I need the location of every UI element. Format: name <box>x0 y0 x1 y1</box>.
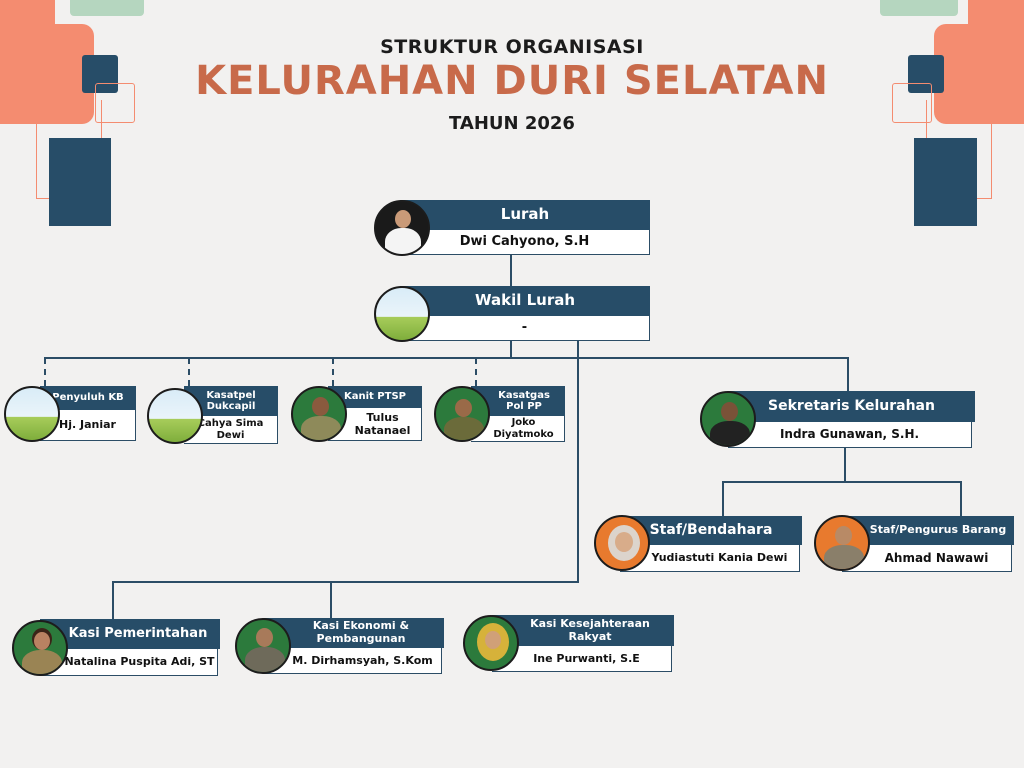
connector-dash-kanit <box>332 358 334 386</box>
node-pemerintahan-name: Natalina Puspita Adi, ST <box>40 649 218 676</box>
node-kesra-name: Ine Purwanti, S.E <box>492 646 672 672</box>
connector-main-vertical <box>577 340 579 583</box>
connector-staff-horizontal <box>722 481 962 483</box>
node-lurah-title: Lurah <box>400 200 650 230</box>
deco-outline-small-right <box>892 83 932 123</box>
connector-kasi-left <box>112 581 114 619</box>
deco-mint-bar-right <box>880 0 958 16</box>
node-pengurus-name: Ahmad Nawawi <box>842 545 1012 572</box>
node-kanit-title: Kanit PTSP <box>328 386 422 408</box>
kanit-photo <box>291 386 347 442</box>
deco-navy-small-right <box>908 55 944 93</box>
kesra-photo <box>463 615 519 671</box>
connector-staff-left <box>722 481 724 516</box>
connector-wakil-down <box>510 340 512 358</box>
connector-kasi-horizontal <box>112 581 579 583</box>
connector-staff-right <box>960 481 962 516</box>
kasatgas-photo <box>434 386 490 442</box>
connector-dash-penyuluh <box>44 358 46 386</box>
wakil-photo-placeholder <box>374 286 430 342</box>
node-ekonomi-name: M. Dirhamsyah, S.Kom <box>264 648 442 674</box>
penyuluh-photo-placeholder <box>4 386 60 442</box>
page-title: KELURAHAN DURI SELATAN <box>195 58 829 104</box>
header-year: TAHUN 2026 <box>449 113 575 134</box>
ekonomi-photo <box>235 618 291 674</box>
pengurus-photo <box>814 515 870 571</box>
deco-outline-small-left <box>95 83 135 123</box>
node-sekretaris-name: Indra Gunawan, S.H. <box>728 422 972 448</box>
deco-navy-small-left <box>82 55 118 93</box>
connector-kasi-middle <box>330 581 332 619</box>
node-kesra-title: Kasi Kesejahteraan Rakyat <box>492 615 674 646</box>
node-bendahara-name: Yudiastuti Kania Dewi <box>620 545 800 572</box>
node-wakil-title: Wakil Lurah <box>400 286 650 316</box>
deco-salmon-shape-right <box>934 24 998 124</box>
connector-lurah-wakil <box>510 254 512 288</box>
bendahara-photo <box>594 515 650 571</box>
node-kasatgas-name: Joko Diyatmoko <box>471 416 565 442</box>
node-bendahara-title: Staf/Bendahara <box>620 516 802 545</box>
node-pengurus-title: Staf/Pengurus Barang <box>842 516 1014 545</box>
connector-top-horizontal <box>44 357 849 359</box>
connector-sekretaris-vertical <box>847 357 849 391</box>
deco-navy-block-left <box>49 138 111 226</box>
node-lurah-name: Dwi Cahyono, S.H <box>400 230 650 255</box>
deco-mint-bar-left <box>70 0 144 16</box>
node-wakil-name: - <box>400 316 650 341</box>
pemerintahan-photo <box>12 620 68 676</box>
header-line1: STRUKTUR ORGANISASI <box>380 36 644 58</box>
sekretaris-photo <box>700 391 756 447</box>
node-pemerintahan-title: Kasi Pemerintahan <box>40 619 220 649</box>
node-ekonomi-title: Kasi Ekonomi & Pembangunan <box>264 618 444 648</box>
connector-dash-kasatpel <box>188 358 190 386</box>
lurah-photo <box>374 200 430 256</box>
connector-dash-kasatgas <box>475 358 477 386</box>
deco-navy-block-right <box>914 138 977 226</box>
kasatpel-photo-placeholder <box>147 388 203 444</box>
node-sekretaris-title: Sekretaris Kelurahan <box>728 391 975 422</box>
connector-sekretaris-down <box>844 447 846 481</box>
